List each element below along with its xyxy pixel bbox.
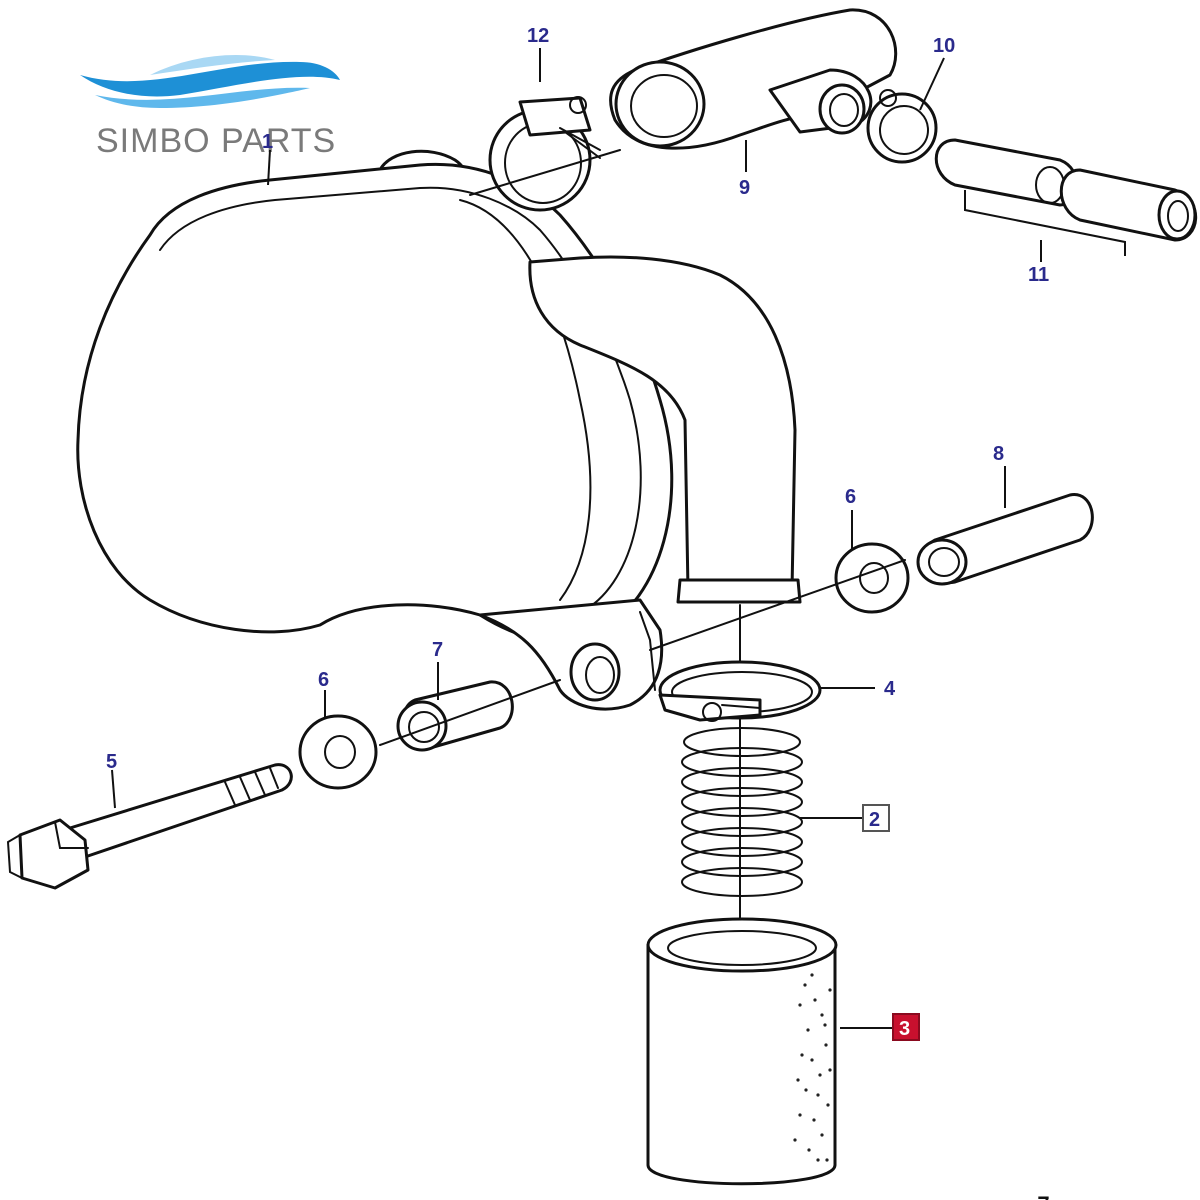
brand-logo: SIMBO PARTS (80, 55, 340, 160)
callout-7: 7 (432, 639, 443, 661)
washer-6-lower (298, 714, 378, 790)
sleeve-8 (916, 493, 1094, 586)
bolt-5 (6, 763, 293, 890)
logo-wave-icon (150, 55, 275, 75)
callout-6-lower: 6 (318, 669, 329, 691)
hose-clamp-12 (488, 96, 601, 212)
filter-media-texture (793, 973, 832, 1162)
hose-clamp-10 (866, 89, 938, 164)
washer-6-upper (834, 542, 910, 614)
callout-3-box: 3 (892, 1013, 920, 1041)
logo-wave-icon (95, 87, 310, 108)
cooler-housing (76, 149, 674, 711)
callout-2: 2 (869, 809, 880, 831)
callout-3: 3 (899, 1018, 910, 1040)
filter-insert-3 (646, 917, 838, 1186)
spring-2 (681, 727, 803, 897)
spacer-sleeve-7 (396, 680, 514, 752)
callout-8: 8 (993, 443, 1004, 465)
hose-pieces-11 (934, 138, 1198, 256)
callout-11: 11 (1028, 264, 1049, 286)
callout-9: 9 (739, 177, 750, 199)
callout-12: 12 (527, 25, 549, 47)
brand-name: SIMBO PARTS (96, 122, 336, 160)
callout-5: 5 (106, 751, 117, 773)
drawing-reference-code: -7---- (1030, 1192, 1079, 1200)
outlet-elbow-pipe (528, 255, 802, 604)
callout-6-upper: 6 (845, 486, 856, 508)
logo-wave-icon (80, 61, 340, 97)
callout-1: 1 (262, 131, 273, 153)
callout-4: 4 (884, 678, 896, 700)
callout-10: 10 (933, 35, 955, 57)
hose-9 (609, 8, 898, 150)
callout-2-box: 2 (862, 804, 890, 832)
band-clamp-4 (658, 660, 822, 722)
